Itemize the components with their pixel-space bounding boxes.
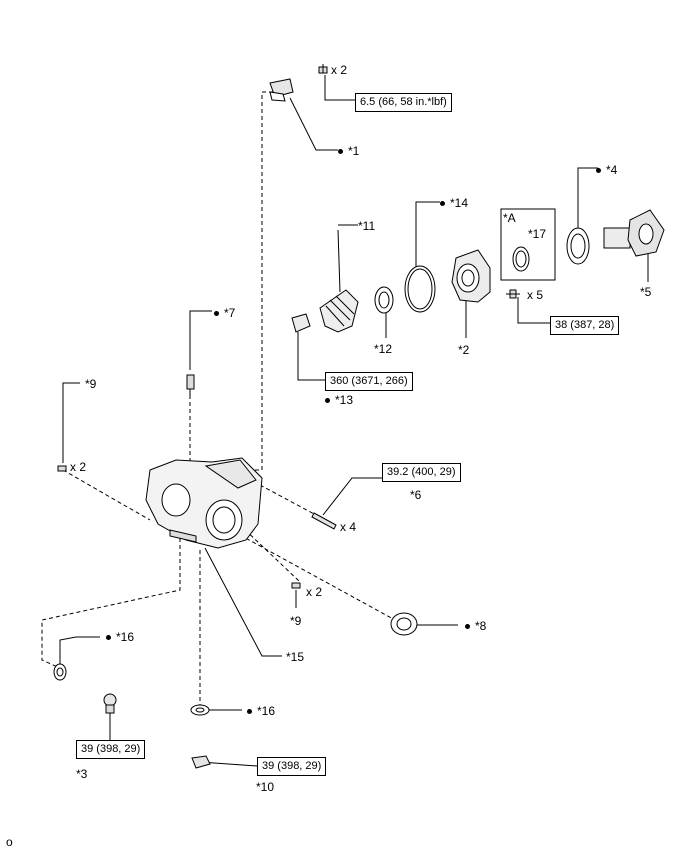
torque-box-plug-left: 39 (398, 29) <box>76 740 146 759</box>
qty-right-bolt: x 5 <box>527 288 544 302</box>
detail-a-frame <box>500 208 556 281</box>
part-10-label: *10 <box>256 780 275 794</box>
part-16b-label: *16 <box>257 704 276 718</box>
part-13-label: *13 <box>335 393 354 407</box>
bullet-icon <box>338 149 343 155</box>
torque-box-top: 6.5 (66, 58 in.*lbf) <box>355 93 452 112</box>
bolt-x5-shape <box>506 289 520 299</box>
part-13-shape <box>291 313 311 333</box>
leader-lines <box>59 75 649 767</box>
qty-top-bolt: x 2 <box>331 63 348 77</box>
part-17-label: *17 <box>528 227 547 241</box>
part-16a-label: *16 <box>116 630 135 644</box>
part-8-label: *8 <box>475 619 487 633</box>
part-10-shape <box>191 755 211 769</box>
detail-a-label: *A <box>503 211 516 225</box>
part-7-label: *7 <box>224 306 236 320</box>
part-4-label: *4 <box>606 163 618 177</box>
bullet-icon <box>214 311 219 317</box>
part-5-label: *5 <box>640 285 652 299</box>
studs-shape <box>311 512 337 530</box>
part-5-shape <box>603 209 665 257</box>
torque-box-right: 38 (387, 28) <box>550 316 620 335</box>
part-label-1: *1 <box>338 144 359 158</box>
part-14-label: *14 <box>450 196 469 210</box>
part-label-13: *13 <box>325 393 353 407</box>
bullet-icon <box>247 709 252 715</box>
part-label-8: *8 <box>465 619 486 633</box>
carrier-housing-shape <box>145 457 263 549</box>
qty-pin-lower: x 2 <box>306 585 323 599</box>
part-label-16a: *16 <box>106 630 134 644</box>
torque-box-nut: 360 (3671, 266) <box>325 372 413 391</box>
part-12-label: *12 <box>374 342 393 356</box>
part-9a-label: *9 <box>85 377 97 391</box>
part-11-label: *11 <box>358 219 376 233</box>
part-6-label: *6 <box>410 488 422 502</box>
part-3-label: *3 <box>76 767 88 781</box>
footer-mark: o <box>6 835 13 849</box>
bullet-icon <box>106 635 111 641</box>
top-bolt-shape <box>318 64 328 74</box>
part-11-shape <box>319 229 359 333</box>
part-7-shape <box>186 374 195 396</box>
part-1-label: *1 <box>348 144 360 158</box>
part-label-7: *7 <box>214 306 235 320</box>
part-2-shape <box>451 249 491 303</box>
part-label-16b: *16 <box>247 704 275 718</box>
torque-box-stud: 39.2 (400, 29) <box>382 463 461 482</box>
torque-box-plug-bottom: 39 (398, 29) <box>257 757 327 776</box>
part-label-14: *14 <box>440 196 468 210</box>
part-3-shape <box>103 693 117 714</box>
qty-pin-left: x 2 <box>70 460 87 474</box>
part-2-label: *2 <box>458 343 470 357</box>
qty-studs: x 4 <box>340 520 357 534</box>
bullet-icon <box>465 624 470 630</box>
part-15-label: *15 <box>286 650 305 664</box>
bullet-icon <box>325 398 330 404</box>
part-9a-shape <box>57 465 67 472</box>
part-1-shape <box>269 78 294 102</box>
bullet-icon <box>440 201 445 207</box>
part-9b-label: *9 <box>290 614 302 628</box>
part-label-4: *4 <box>596 163 617 177</box>
part-9b-shape <box>291 582 301 589</box>
bullet-icon <box>596 168 601 174</box>
